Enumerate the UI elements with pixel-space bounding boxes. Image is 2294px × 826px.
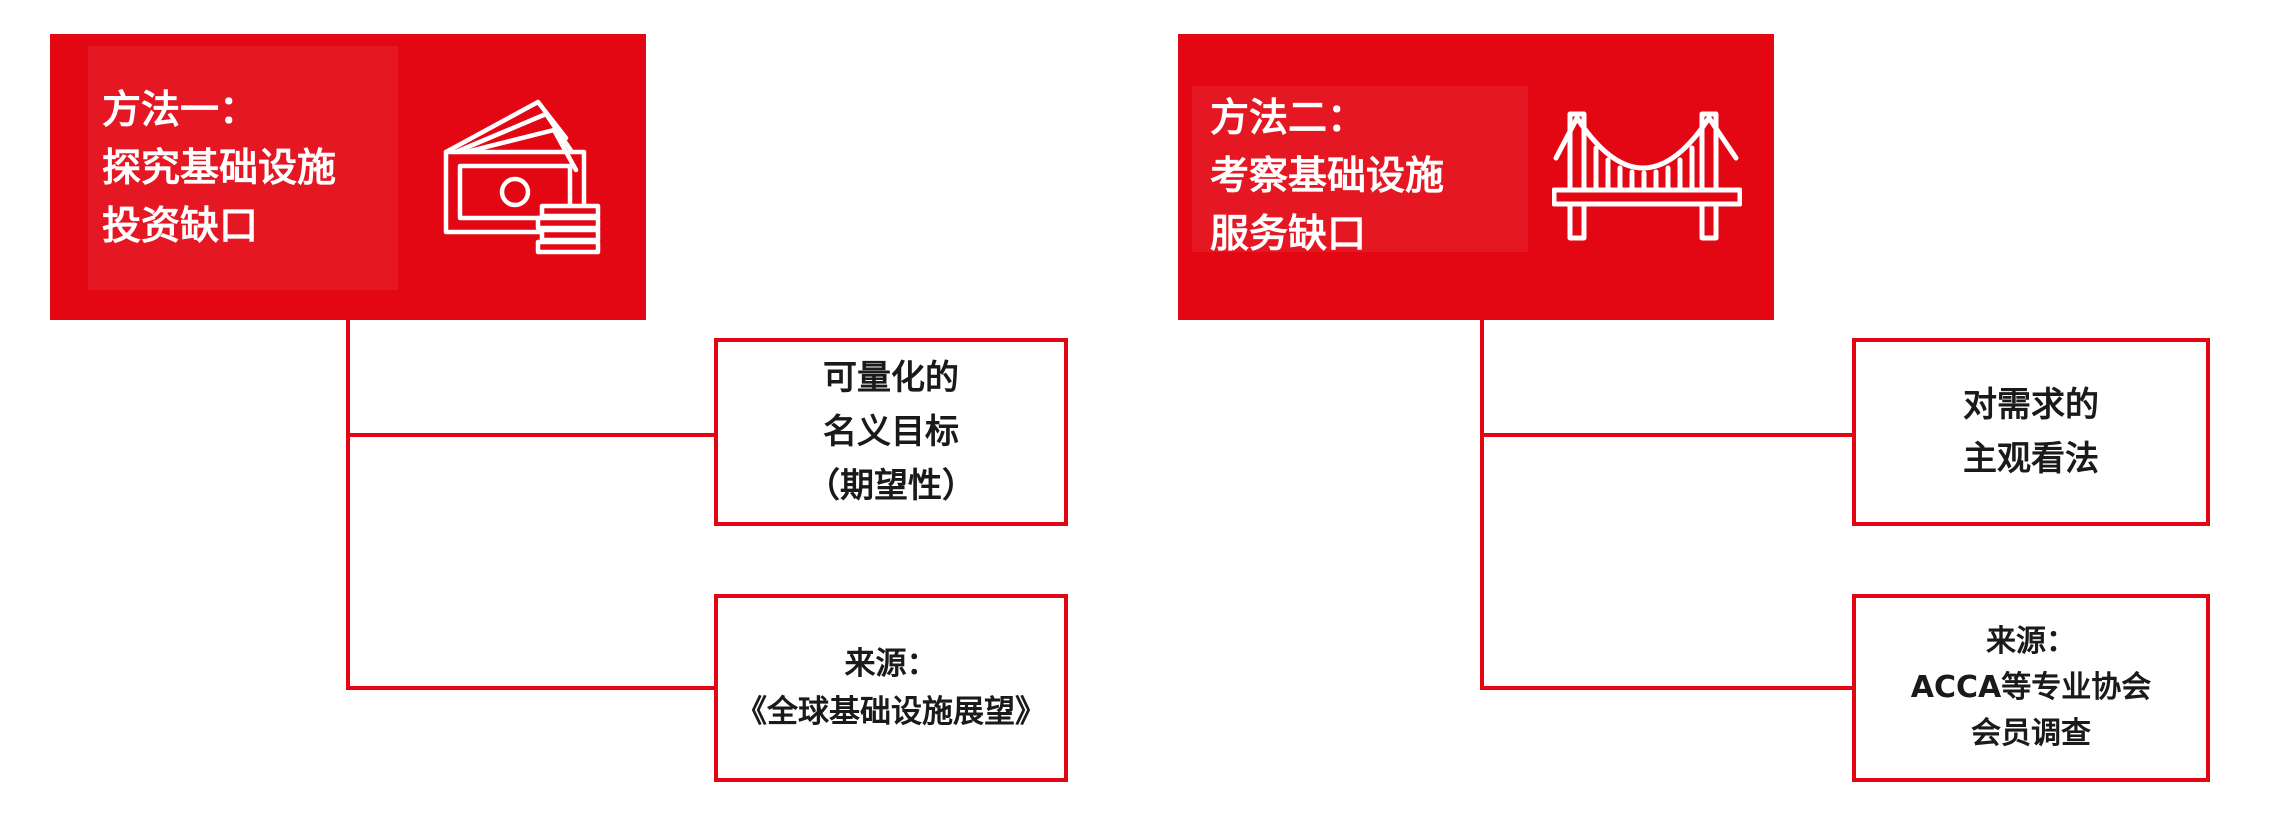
method1-title: 方法一： 探究基础设施 投资缺口 [102, 82, 336, 256]
method1-item1-line-2: 名义目标 [823, 412, 959, 452]
bridge-icon [1552, 111, 1742, 241]
method2-header-box: 方法二： 考察基础设施 服务缺口 [1178, 34, 1774, 320]
method1-item2-line-1: 来源： [844, 646, 938, 682]
method2-item-perception-box: 对需求的 主观看法 [1852, 338, 2210, 526]
method1-connector-vertical [346, 320, 350, 690]
method1-item-target-box: 可量化的 名义目标 （期望性） [714, 338, 1068, 526]
method2-title-line-2: 考察基础设施 [1210, 154, 1445, 199]
method2-item2-line-2: ACCA等专业协会 [1910, 670, 2152, 705]
method1-title-line-2: 探究基础设施 [102, 146, 337, 191]
method1-header-box: 方法一： 探究基础设施 投资缺口 [50, 34, 646, 320]
method1-item-source-box: 来源： 《全球基础设施展望》 [714, 594, 1068, 782]
method2-connector-vertical [1480, 320, 1484, 690]
method1-connector-branch-1 [346, 433, 718, 437]
method2-connector-branch-1 [1480, 433, 1856, 437]
method1-header-text-panel [88, 46, 398, 290]
money-stack-icon [443, 99, 601, 255]
method1-item1-line-3: （期望性） [806, 466, 976, 506]
method1-item2-line-2: 《全球基础设施展望》 [736, 694, 1046, 730]
method2-title: 方法二： 考察基础设施 服务缺口 [1210, 90, 1444, 264]
method1-title-line-1: 方法一： [102, 88, 259, 133]
method2-header-text-panel [1192, 86, 1528, 252]
method2-item2-line-3: 会员调查 [1971, 716, 2091, 751]
method2-item2-line-1: 来源： [1986, 624, 2076, 659]
method2-item1-line-1: 对需求的 [1963, 385, 2099, 425]
method2-title-line-1: 方法二： [1210, 96, 1367, 141]
method1-title-line-3: 投资缺口 [102, 204, 259, 249]
method2-item1-line-2: 主观看法 [1963, 439, 2099, 479]
method1-connector-branch-2 [346, 686, 718, 690]
method2-item-source-box: 来源： ACCA等专业协会 会员调查 [1852, 594, 2210, 782]
method1-item1-line-1: 可量化的 [823, 358, 959, 398]
method2-connector-branch-2 [1480, 686, 1856, 690]
method2-title-line-3: 服务缺口 [1210, 212, 1367, 257]
